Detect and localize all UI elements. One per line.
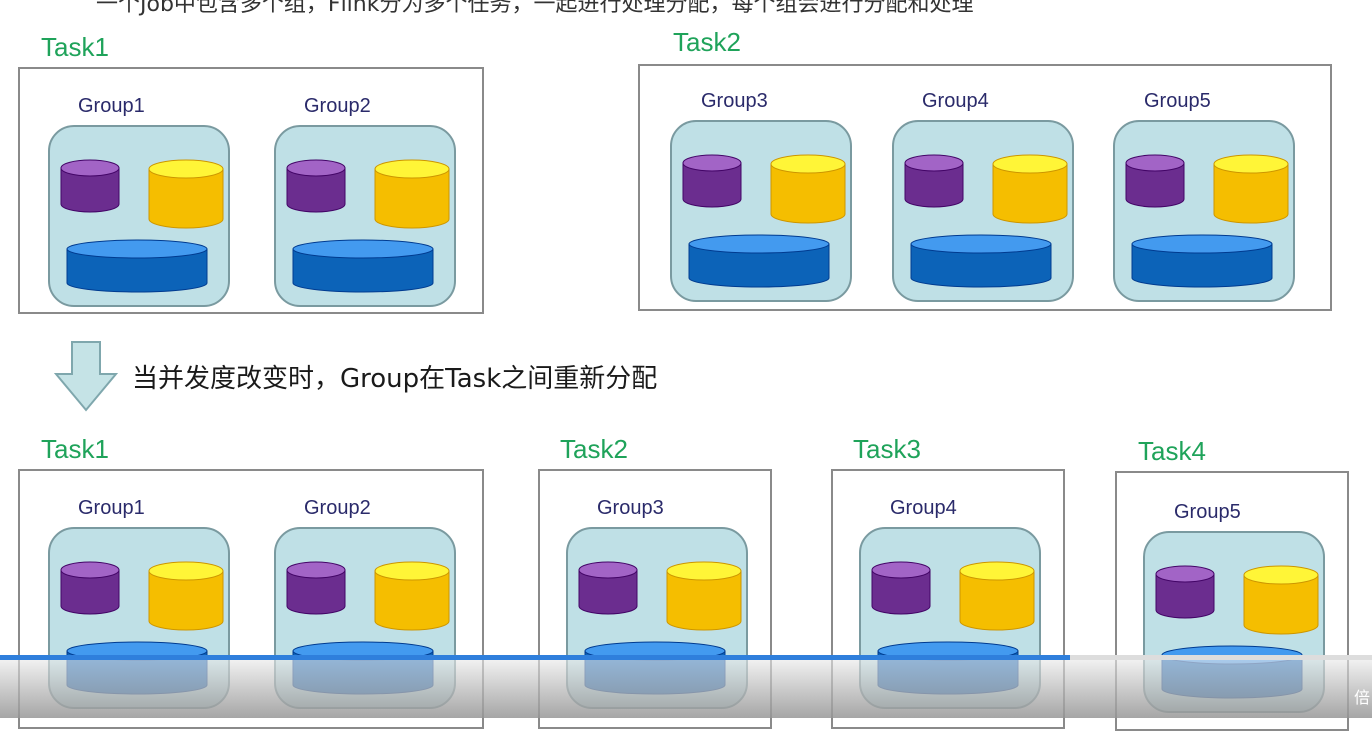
purple-storage-cylinder xyxy=(60,159,120,217)
cropped-top-text: 一个Job中包含多个组，Flink分为多个任务，一起进行处理分配，每个组会进行分… xyxy=(96,0,974,17)
video-progress-fill[interactable] xyxy=(0,655,1071,660)
group-label: Group2 xyxy=(304,497,371,519)
blue-storage-cylinder xyxy=(1131,234,1273,292)
playback-speed-label[interactable]: 倍 xyxy=(1353,688,1370,707)
yellow-storage-cylinder xyxy=(148,159,224,233)
blue-storage-cylinder xyxy=(292,239,434,297)
yellow-storage-cylinder xyxy=(770,154,846,228)
purple-storage-cylinder xyxy=(60,561,120,619)
blue-storage-cylinder xyxy=(688,234,830,292)
yellow-storage-cylinder xyxy=(1213,154,1289,228)
yellow-storage-cylinder xyxy=(148,561,224,635)
group-box xyxy=(274,125,456,307)
purple-storage-cylinder xyxy=(1125,154,1185,212)
task-box-before-1: Group1 Group2 xyxy=(18,67,484,314)
task-title-after-2: Task2 xyxy=(560,434,628,464)
yellow-storage-cylinder xyxy=(1243,565,1319,639)
group-box xyxy=(1113,120,1295,302)
group-label: Group5 xyxy=(1144,90,1211,112)
task-title-before-2: Task2 xyxy=(673,27,741,57)
group-label: Group1 xyxy=(78,95,145,117)
group-label: Group5 xyxy=(1174,501,1241,523)
yellow-storage-cylinder xyxy=(666,561,742,635)
group-label: Group4 xyxy=(890,497,957,519)
yellow-storage-cylinder xyxy=(374,159,450,233)
purple-storage-cylinder xyxy=(871,561,931,619)
yellow-storage-cylinder xyxy=(374,561,450,635)
task-title-after-3: Task3 xyxy=(853,434,921,464)
purple-storage-cylinder xyxy=(286,159,346,217)
group-box xyxy=(670,120,852,302)
group-label: Group1 xyxy=(78,497,145,519)
caption-text: 当并发度改变时，Group在Task之间重新分配 xyxy=(132,364,658,394)
purple-storage-cylinder xyxy=(1155,565,1215,623)
video-player-controls[interactable] xyxy=(0,656,1372,718)
group-box xyxy=(48,125,230,307)
group-label: Group3 xyxy=(701,90,768,112)
purple-storage-cylinder xyxy=(904,154,964,212)
task-title-after-4: Task4 xyxy=(1138,436,1206,466)
group-label: Group4 xyxy=(922,90,989,112)
blue-storage-cylinder xyxy=(66,239,208,297)
down-arrow-icon xyxy=(54,341,118,412)
blue-storage-cylinder xyxy=(910,234,1052,292)
group-box xyxy=(892,120,1074,302)
purple-storage-cylinder xyxy=(286,561,346,619)
task-title-after-1: Task1 xyxy=(41,434,109,464)
purple-storage-cylinder xyxy=(682,154,742,212)
group-label: Group3 xyxy=(597,497,664,519)
task-box-before-2: Group3 Group4 Group5 xyxy=(638,64,1332,311)
yellow-storage-cylinder xyxy=(959,561,1035,635)
task-title-before-1: Task1 xyxy=(41,32,109,62)
yellow-storage-cylinder xyxy=(992,154,1068,228)
purple-storage-cylinder xyxy=(578,561,638,619)
group-label: Group2 xyxy=(304,95,371,117)
